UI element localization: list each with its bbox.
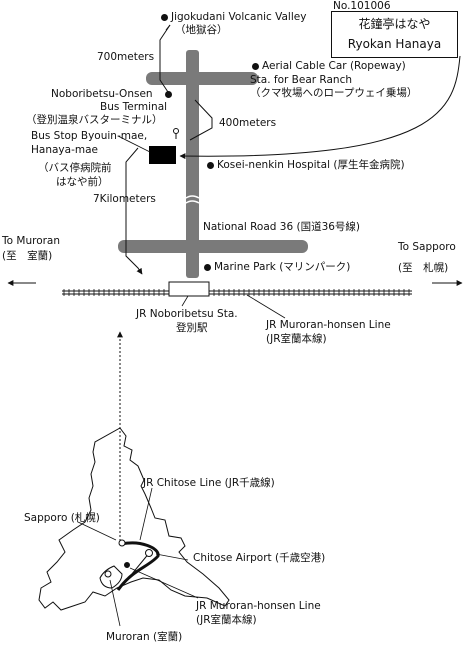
hotel-marker [149, 146, 176, 164]
bus-stop-label-en: Bus Stop Byouin-mae, [31, 130, 148, 142]
doc-number: No.101006 [333, 0, 391, 12]
bus-stop-label-en2: Hanaya-mae [31, 144, 98, 156]
noboribetsu-dot [124, 562, 130, 568]
jr-station-label-jp: 登別駅 [176, 322, 208, 334]
muroran-dot [104, 570, 112, 578]
marine-park-label: Marine Park (マリンパーク) [214, 261, 351, 273]
jigokudani-label-en: Jigokudani Volcanic Valley [171, 11, 307, 23]
to-muroran-jp: (至 室蘭) [2, 250, 53, 262]
bus-terminal-label-jp: （登別温泉バスターミナル） [26, 114, 163, 126]
hokkaido-muroran-line-en: JR Muroran-honsen Line [196, 600, 321, 612]
bus-stop-label-jp2: はなや前） [56, 176, 109, 188]
road-network [118, 50, 308, 278]
national-road-36 [118, 240, 308, 253]
distance-700-bracket [159, 24, 171, 93]
aerial-cable-dot [252, 63, 259, 70]
hospital-dot [207, 162, 214, 169]
bus-terminal-label-en: Noboribetsu-Onsen [51, 88, 153, 100]
distance-400-bracket [189, 99, 213, 141]
hotel-callout-line [179, 55, 461, 160]
hokkaido-railways [104, 539, 160, 591]
national-road-label: National Road 36 (国道36号線) [203, 221, 361, 233]
hokkaido-leader-lines [77, 487, 199, 627]
hotel-name-jp: 花鐘亭はなや [358, 17, 431, 31]
distance-7km-bracket [125, 147, 143, 275]
leader-lines [117, 135, 286, 319]
distance-7km: 7Kilometers [93, 193, 156, 205]
bus-stop-sign-icon [173, 128, 179, 139]
to-sapporo-en: To Sapporo [398, 241, 456, 253]
hotel-name-en: Ryokan Hanaya [347, 37, 442, 51]
aerial-cable-label-en2: Sta. for Bear Ranch [250, 74, 353, 86]
sapporo-label: Sapporo (札幌) [24, 512, 100, 524]
jr-muroran-line-en: JR Muroran-honsen Line [266, 319, 391, 331]
bus-stop-label-jp: （バス停病院前 [38, 162, 112, 174]
sapporo-dot [118, 539, 126, 547]
distance-400m: 400meters [219, 117, 277, 129]
road-break-mark [185, 195, 200, 204]
hotel-name-box: 花鐘亭はなや Ryokan Hanaya [331, 11, 458, 58]
aerial-cable-label-en: Aerial Cable Car (Ropeway) [262, 60, 406, 72]
railway-line [62, 289, 412, 296]
jigokudani-dot [161, 14, 168, 21]
bus-terminal-dot [165, 91, 172, 98]
jr-muroran-line-jp: (JR室蘭本線) [266, 333, 327, 345]
jr-station-label-en: JR Noboribetsu Sta. [136, 308, 238, 320]
hokkaido-outline [38, 427, 230, 611]
hokkaido-muroran-line-jp: (JR室蘭本線) [196, 614, 257, 626]
distance-700m: 700meters [97, 51, 155, 63]
aerial-cable-label-jp: （クマ牧場へのロープウェイ乗場） [250, 87, 418, 99]
jr-station-box [168, 281, 210, 297]
hospital-label: Kosei-nenkin Hospital (厚生年金病院) [217, 159, 405, 171]
main-vertical-road [186, 50, 199, 278]
onsen-upper-road [146, 72, 258, 85]
muroran-label: Muroran (室蘭) [106, 631, 183, 643]
to-muroran-en: To Muroran [2, 235, 61, 247]
jr-chitose-line-label: JR Chitose Line (JR千歳線) [143, 477, 275, 489]
marine-park-dot [204, 264, 211, 271]
to-sapporo-jp: (至 札幌) [398, 262, 449, 274]
chitose-airport-label: Chitose Airport (千歳空港) [193, 552, 326, 564]
chitose-airport-dot [145, 549, 153, 557]
jigokudani-label-jp: （地獄谷） [175, 24, 228, 36]
bus-terminal-label-en2: Bus Terminal [100, 101, 168, 113]
